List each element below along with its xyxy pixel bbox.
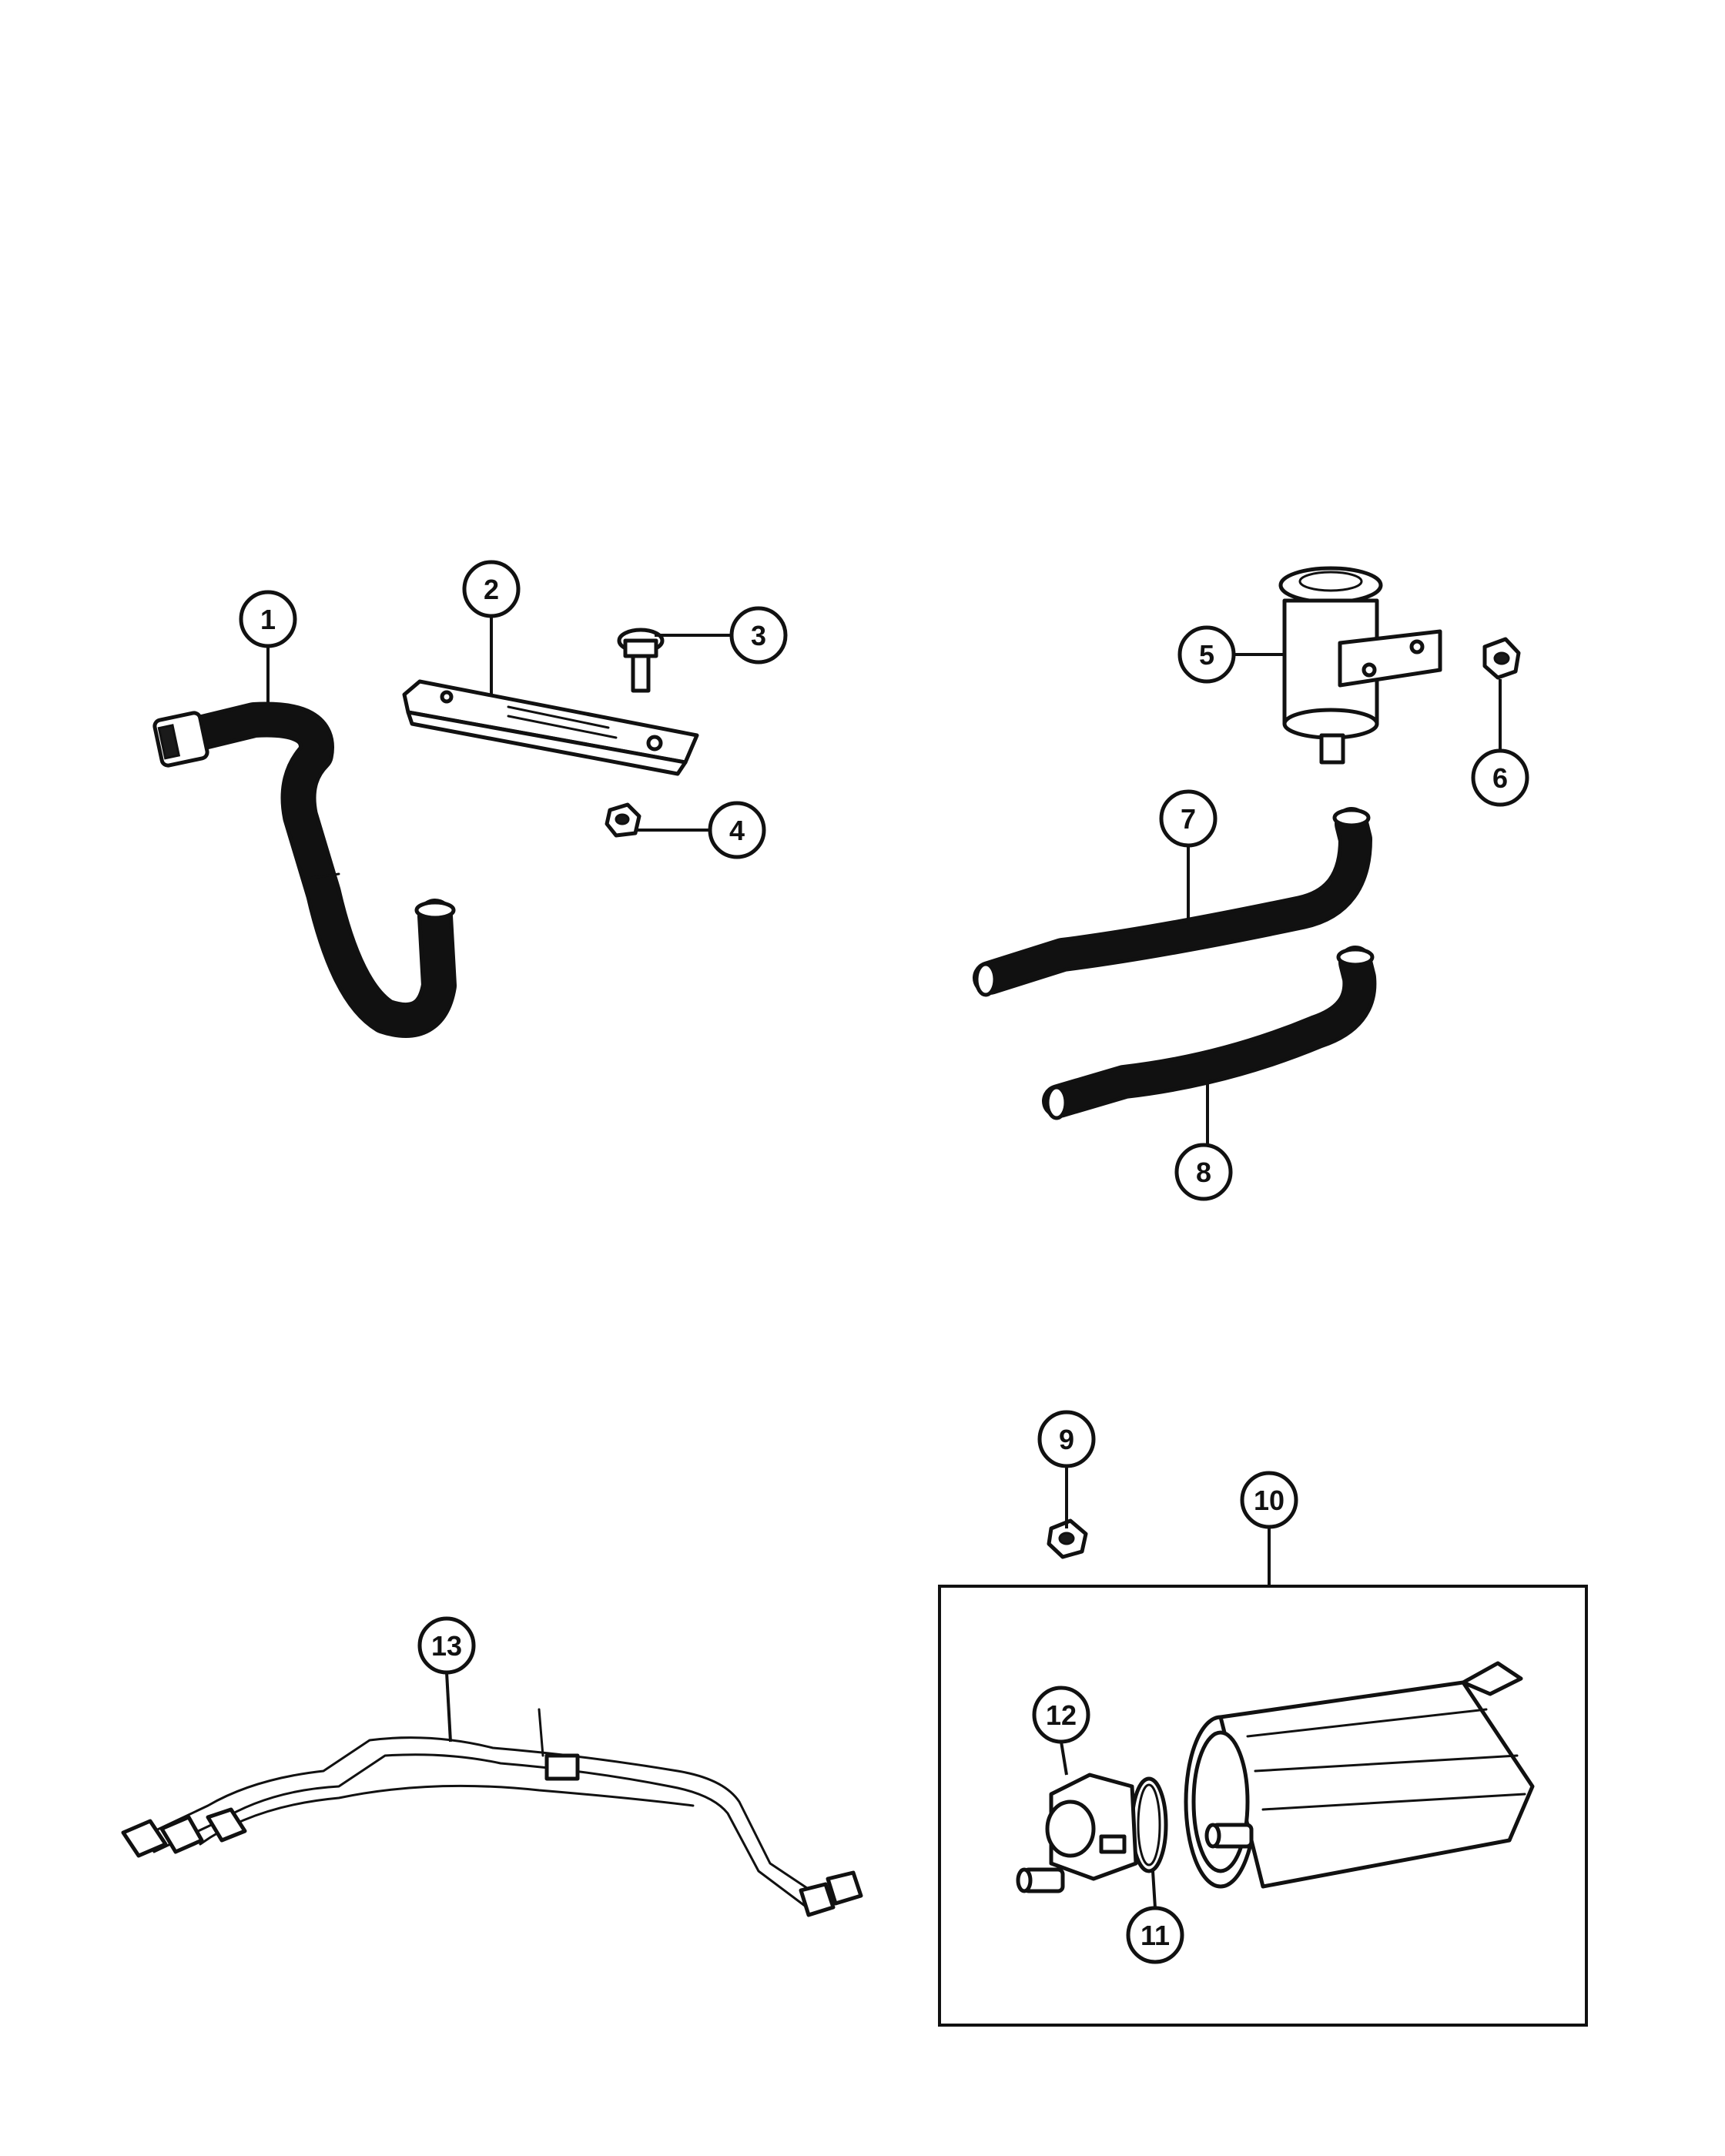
part-5-filter [1278,566,1442,765]
callout-3-label: 3 [751,620,766,651]
callout-1-label: 1 [260,604,276,635]
callout-13-label: 13 [431,1630,462,1662]
callout-11-label: 11 [1141,1920,1170,1951]
callout-2-circle [462,560,521,618]
callout-10-label: 10 [1254,1485,1285,1516]
callout-10-circle [1240,1471,1298,1529]
part-9-nut [1047,1518,1088,1559]
callout-3-circle [729,606,788,665]
part-7-tube [973,807,1372,997]
callout-4-label: 4 [729,815,745,846]
callout-8-circle [1174,1143,1233,1201]
callout-8-label: 8 [1196,1157,1211,1188]
callout-7-label: 7 [1181,803,1196,835]
part-1-hose [152,701,457,1038]
part-3-bolt [617,628,665,693]
callout-12-leader [1060,1741,1068,1776]
part-13-harness [121,1708,863,1917]
part-10-canister [1184,1661,1535,1889]
part-4-nut [605,802,641,838]
callout-9-circle [1037,1410,1096,1468]
callout-5-circle [1177,625,1236,684]
callout-9-label: 9 [1059,1424,1074,1455]
assembly-frame [938,1585,1588,2027]
callout-4-circle [708,801,766,859]
callout-5-label: 5 [1199,639,1214,671]
callout-13-leader [445,1672,452,1743]
callout-12-circle [1032,1686,1090,1744]
callout-11-circle [1126,1906,1184,1964]
callout-2-label: 2 [484,574,499,605]
callouts: 1 2 3 4 5 6 7 8 9 10 11 12 [239,560,1529,1964]
callout-6-circle [1471,748,1529,807]
callout-1-circle [239,590,297,648]
callout-13-circle [417,1616,476,1675]
part-11-o-ring [1130,1776,1168,1873]
part-8-tube [1042,946,1377,1120]
callout-6-label: 6 [1492,762,1508,794]
part-6-nut [1482,637,1521,680]
callout-12-label: 12 [1046,1699,1077,1731]
callout-11-leader [1151,1870,1157,1909]
part-12-valve [1016,1773,1138,1893]
callout-7-circle [1159,789,1218,848]
part-2-bracket [402,679,699,776]
